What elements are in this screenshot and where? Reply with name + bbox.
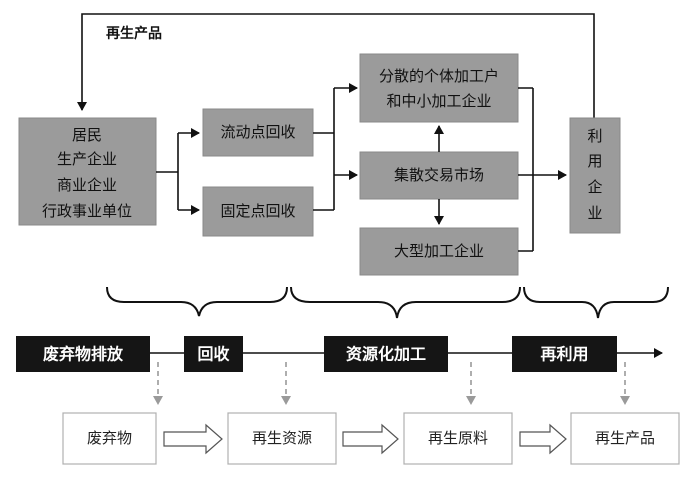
market-box: 集散交易市场 — [359, 151, 519, 200]
arrow-processing-to-utilization — [518, 87, 534, 252]
source-residents: 居民 — [72, 126, 102, 144]
product-renewable-resource-label: 再生资源 — [252, 429, 312, 447]
product-recycled-material-label: 再生原料 — [428, 429, 488, 447]
utilization-char-3: 企 — [587, 178, 602, 196]
utilization-char-1: 利 — [587, 127, 602, 145]
stage-discharge-label: 废弃物排放 — [43, 345, 124, 364]
product-waste-box: 废弃物 — [62, 412, 157, 465]
feedback-loop-line — [77, 13, 595, 118]
hollow-arrow-2 — [342, 423, 399, 455]
mobile-collection-box: 流动点回收 — [202, 108, 314, 157]
sources-box: 居民 生产企业 商业企业 行政事业单位 — [18, 117, 157, 226]
stage-discharge: 废弃物排放 — [16, 336, 150, 372]
brace-utilization — [523, 286, 669, 319]
market-label: 集散交易市场 — [394, 166, 484, 184]
small-processors-line2: 和中小加工企业 — [386, 92, 491, 110]
stage-collection-label: 回收 — [197, 345, 229, 364]
source-government: 行政事业单位 — [42, 202, 132, 220]
utilization-box: 利 用 企 业 — [569, 117, 621, 234]
fixed-collection-label: 固定点回收 — [220, 202, 295, 220]
utilization-char-2: 用 — [587, 152, 602, 170]
hollow-arrow-1 — [163, 423, 223, 455]
small-processors-box: 分散的个体加工户 和中小加工企业 — [359, 53, 519, 123]
stage-collection: 回收 — [184, 336, 243, 372]
brace-processing — [290, 286, 521, 319]
product-recycled-material-box: 再生原料 — [403, 412, 513, 465]
product-waste-label: 废弃物 — [87, 429, 132, 447]
product-recycled-product-box: 再生产品 — [570, 412, 680, 465]
source-commercial: 商业企业 — [57, 176, 117, 194]
source-production: 生产企业 — [57, 150, 117, 168]
product-renewable-resource-box: 再生资源 — [227, 412, 337, 465]
arrow-sources-to-collection — [156, 133, 179, 210]
stage-processing: 资源化加工 — [324, 336, 448, 372]
hollow-arrow-3 — [519, 423, 567, 455]
arrow-collection-to-processing — [313, 88, 335, 211]
stage-reuse: 再利用 — [512, 336, 617, 372]
large-processors-box: 大型加工企业 — [359, 227, 519, 276]
product-recycled-product-label: 再生产品 — [595, 429, 655, 447]
stage-processing-label: 资源化加工 — [346, 345, 426, 364]
fixed-collection-box: 固定点回收 — [202, 186, 314, 237]
feedback-label: 再生产品 — [106, 25, 162, 42]
small-processors-line1: 分散的个体加工户 — [379, 67, 499, 85]
brace-collection — [106, 286, 288, 317]
mobile-collection-label: 流动点回收 — [220, 123, 295, 141]
large-processors-label: 大型加工企业 — [394, 242, 484, 260]
utilization-char-4: 业 — [587, 204, 602, 222]
stage-reuse-label: 再利用 — [540, 345, 588, 364]
